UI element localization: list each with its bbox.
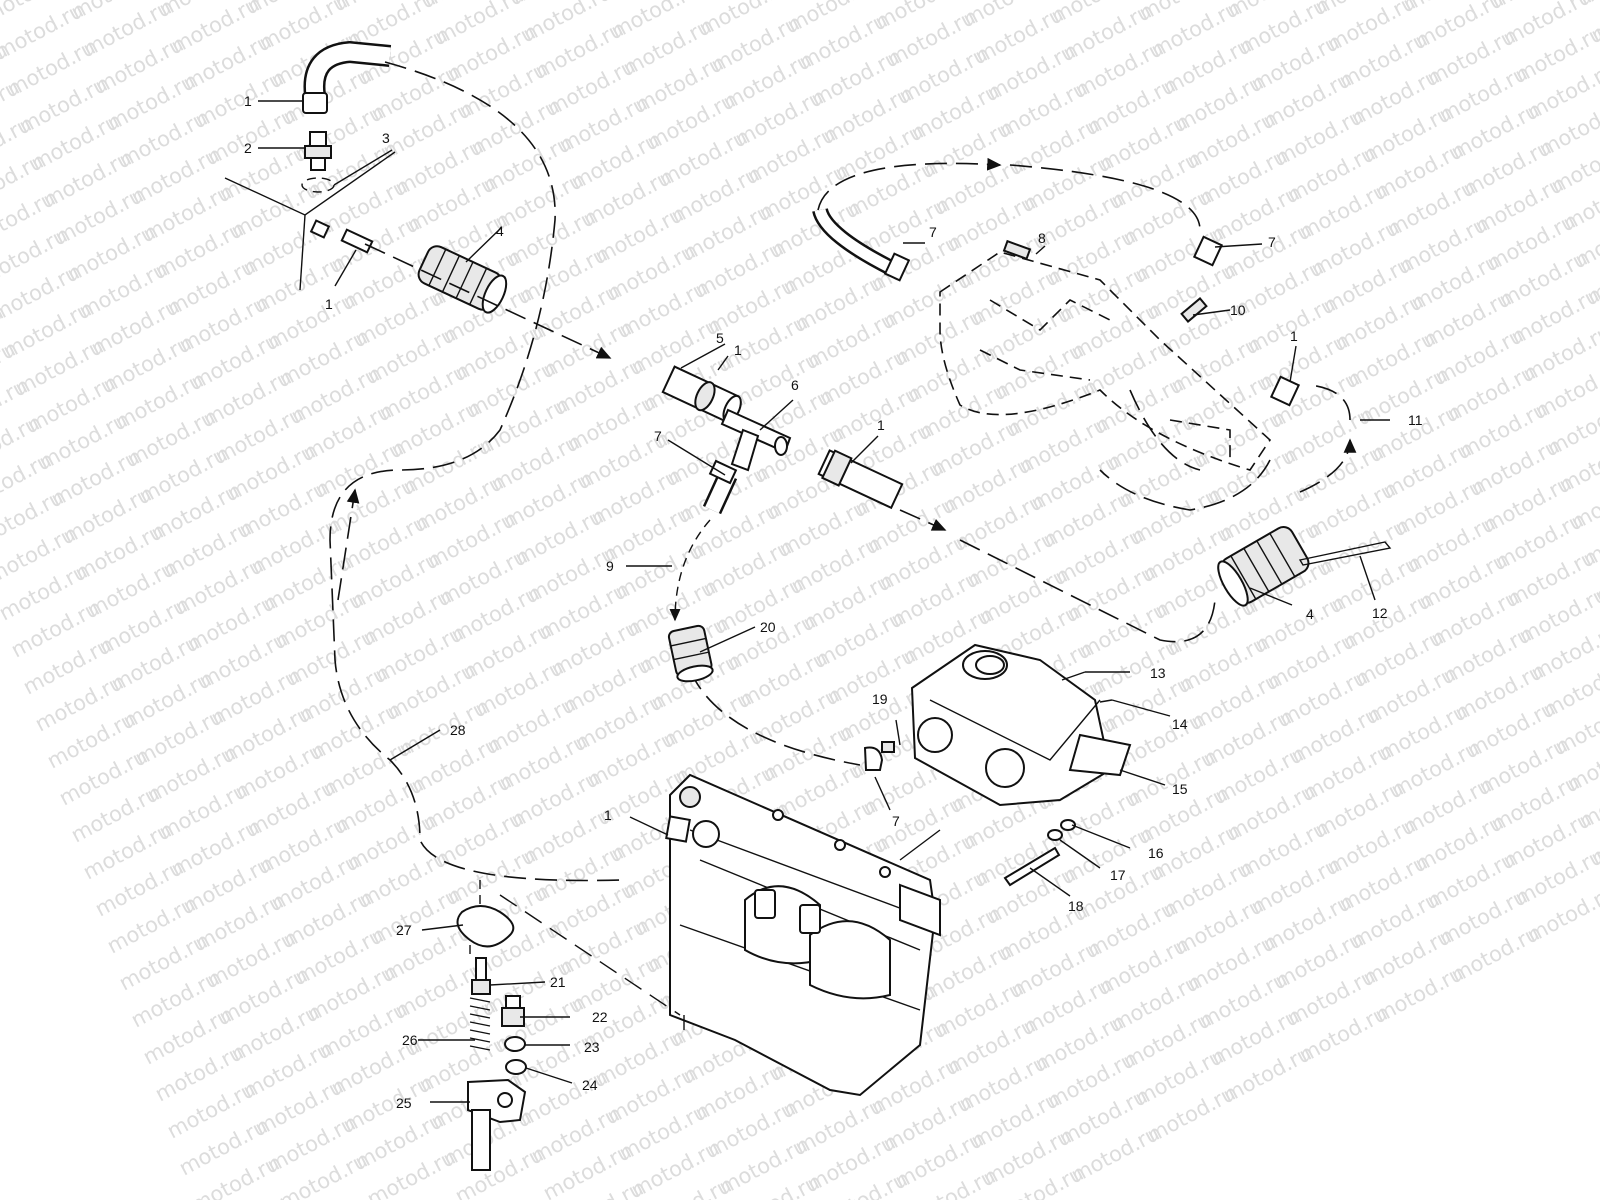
panel-corner [224, 151, 396, 291]
top-right-hose [812, 207, 911, 282]
callout-21: 21 [550, 974, 566, 990]
callout-19: 19 [872, 691, 888, 707]
callout-18: 18 [1068, 898, 1084, 914]
callout-9: 9 [606, 558, 614, 574]
callout-22: 22 [592, 1009, 608, 1025]
callout-20: 20 [760, 619, 776, 635]
callout-1: 1 [734, 342, 742, 358]
exhaust-manifold-part [910, 643, 1132, 807]
watermark-text: motod.ru [1575, 0, 1600, 10]
callout-13: 13 [1150, 665, 1166, 681]
callout-23: 23 [584, 1039, 600, 1055]
callout-3: 3 [382, 130, 390, 146]
callout-16: 16 [1148, 845, 1164, 861]
elbow-part [863, 741, 895, 771]
callout-12: 12 [1372, 605, 1388, 621]
callout-1: 1 [325, 296, 333, 312]
callout-1: 1 [244, 93, 252, 109]
right-corrugated-sleeve [1217, 526, 1310, 607]
callout-7: 7 [654, 428, 662, 444]
sleeve-part-20 [667, 624, 714, 683]
clamped-hose-part [817, 449, 904, 510]
callout-28: 28 [450, 722, 466, 738]
gasket-part [456, 905, 515, 948]
valve-body-part [467, 1078, 527, 1171]
callout-14: 14 [1172, 716, 1188, 732]
callout-4: 4 [496, 223, 504, 239]
callout-1: 1 [1290, 328, 1298, 344]
leader-lines [258, 100, 1390, 1103]
callout-7: 7 [892, 813, 900, 829]
callout-1: 1 [604, 807, 612, 823]
callout-2: 2 [244, 140, 252, 156]
callout-15: 15 [1172, 781, 1188, 797]
callout-27: 27 [396, 922, 412, 938]
callout-10: 10 [1230, 302, 1246, 318]
callout-24: 24 [582, 1077, 598, 1093]
callout-4: 4 [1306, 606, 1314, 622]
bent-hose-part [302, 40, 392, 114]
cylinder-block-part [665, 773, 941, 1097]
fitting-part [304, 131, 332, 171]
callout-1: 1 [877, 417, 885, 433]
short-hose-part [702, 459, 738, 515]
t-fitting-part [720, 408, 792, 472]
callout-26: 26 [402, 1032, 418, 1048]
callout-8: 8 [1038, 230, 1046, 246]
callout-5: 5 [716, 330, 724, 346]
callout-25: 25 [396, 1095, 412, 1111]
callout-11: 11 [1408, 412, 1423, 428]
callout-7: 7 [1268, 234, 1276, 250]
callout-17: 17 [1110, 867, 1126, 883]
callout-6: 6 [791, 377, 799, 393]
callout-labels: 1 2 3 4 1 5 1 6 7 1 9 7 8 7 10 1 11 4 12… [244, 93, 1423, 1111]
ghost-manifold [939, 251, 1272, 471]
callout-7: 7 [929, 224, 937, 240]
